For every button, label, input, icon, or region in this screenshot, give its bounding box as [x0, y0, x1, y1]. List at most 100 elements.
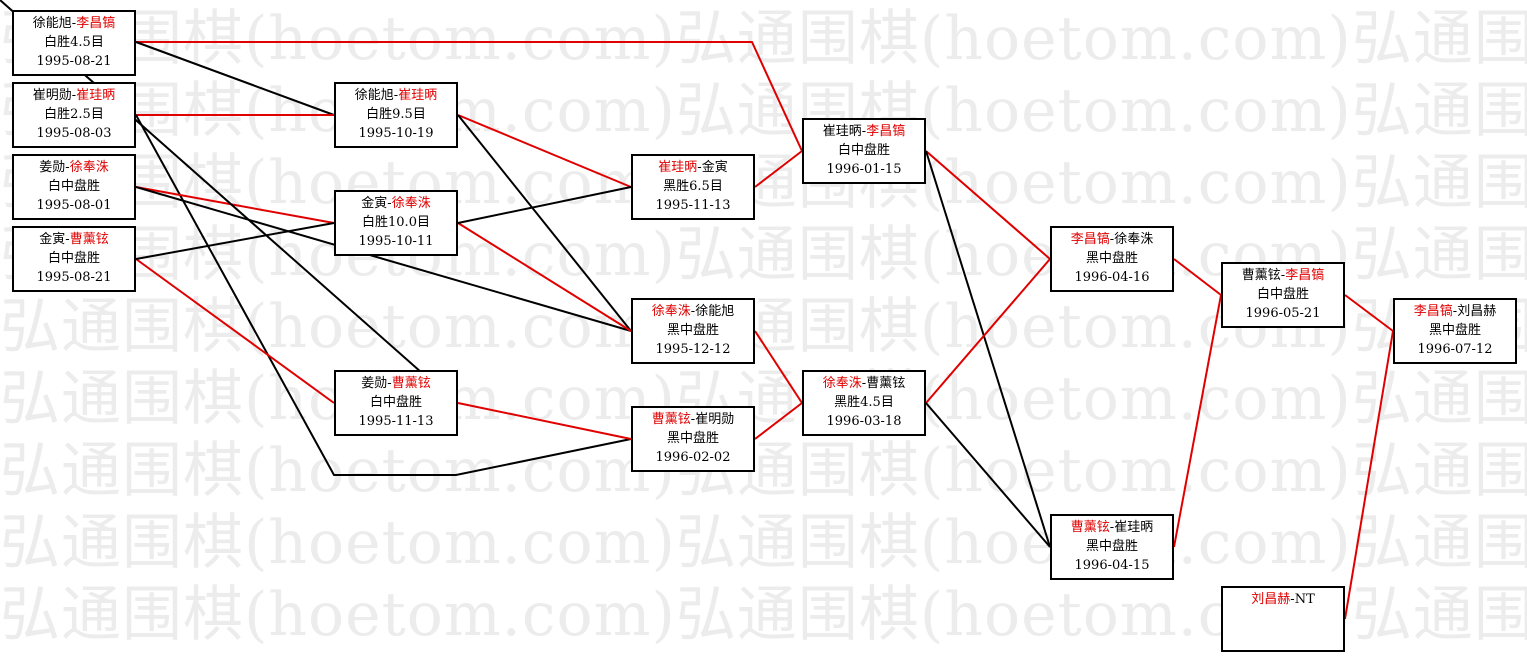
match-result: 白中盘胜 — [47, 179, 100, 194]
loser-path — [925, 402, 1051, 548]
player-name: NT — [1294, 592, 1315, 607]
player-name: 徐奉洙 — [1114, 232, 1154, 247]
winner-path — [1173, 258, 1222, 296]
winner-path — [925, 150, 1051, 260]
match-date: 1996-04-16 — [1074, 270, 1150, 285]
separator: - — [65, 160, 70, 175]
separator: - — [697, 160, 702, 175]
match-date: 1995-11-13 — [655, 198, 731, 213]
separator: - — [71, 88, 77, 103]
separator: - — [1452, 304, 1458, 319]
loser-path — [135, 114, 632, 476]
winner-path — [1344, 330, 1394, 620]
match-date: 1996-04-15 — [1074, 558, 1150, 573]
separator: - — [393, 88, 399, 103]
winner-name: 曹薰铉 — [651, 412, 691, 427]
match-players: 徐奉洙-曹薰铉 — [804, 374, 924, 393]
match-players: 崔珪昞-金寅 — [633, 158, 753, 177]
match-result: 黑胜6.5目 — [663, 179, 723, 194]
winner-path — [457, 222, 632, 332]
game-node[interactable]: 崔珪昞-李昌镐白中盘胜 1996-01-15 — [802, 118, 926, 184]
loser-path — [135, 186, 632, 332]
winner-path — [457, 114, 632, 188]
separator: - — [1109, 520, 1115, 535]
match-result: 黑中盘胜 — [666, 431, 719, 446]
winner-name: 李昌镐 — [1413, 304, 1453, 319]
player-name: 姜勋 — [361, 376, 388, 391]
match-date: 1995-08-21 — [36, 270, 112, 285]
player-name: 徐能旭 — [354, 88, 394, 103]
match-result: 黑胜4.5目 — [834, 395, 894, 410]
separator: - — [65, 232, 70, 247]
game-node[interactable]: 徐奉洙-徐能旭黑中盘胜 1995-12-12 — [631, 298, 755, 364]
winner-path — [457, 402, 632, 440]
winner-name: 徐奉洙 — [69, 160, 109, 175]
match-players: 金寅-徐奉洙 — [336, 194, 456, 213]
player-name: 曹薰铉 — [866, 376, 906, 391]
player-name: 崔明勋 — [32, 88, 72, 103]
loser-path — [457, 186, 632, 224]
game-node[interactable]: 刘昌赫-NT — [1221, 586, 1345, 652]
match-result: 白中盘胜 — [837, 143, 890, 158]
separator: - — [1280, 268, 1286, 283]
winner-path — [135, 258, 335, 404]
separator: - — [1290, 592, 1295, 607]
match-date: 1996-01-15 — [826, 162, 902, 177]
winner-name: 曹薰铉 — [391, 376, 431, 391]
separator: - — [690, 304, 696, 319]
match-result: 白胜4.5目 — [44, 35, 104, 50]
winner-path — [754, 150, 803, 188]
match-result: 黑中盘胜 — [1085, 251, 1138, 266]
separator: - — [387, 196, 392, 211]
game-node[interactable]: 崔珪昞-金寅黑胜6.5目 1995-11-13 — [631, 154, 755, 220]
match-date: 1995-12-12 — [655, 342, 731, 357]
winner-name: 李昌镐 — [866, 124, 906, 139]
winner-name: 李昌镐 — [1285, 268, 1325, 283]
match-date: 1995-10-11 — [358, 234, 434, 249]
match-date: 1995-08-01 — [36, 198, 112, 213]
match-result: 白胜9.5目 — [366, 107, 426, 122]
match-result: 黑中盘胜 — [666, 323, 719, 338]
player-name: 徐能旭 — [695, 304, 735, 319]
winner-name: 崔珪昞 — [658, 160, 698, 175]
player-name: 刘昌赫 — [1457, 304, 1497, 319]
winner-name: 李昌镐 — [76, 16, 116, 31]
winner-path — [136, 41, 803, 152]
match-players: 姜勋-曹薰铉 — [336, 374, 456, 393]
match-players: 曹薰铉-崔珪昞 — [1052, 518, 1172, 537]
match-players: 徐能旭-崔珪昞 — [336, 86, 456, 105]
match-players: 李昌镐-刘昌赫 — [1395, 302, 1515, 321]
match-result: 白中盘胜 — [47, 251, 100, 266]
match-date: 1995-08-03 — [36, 126, 112, 141]
match-date: 1995-08-21 — [36, 54, 112, 69]
player-name: 曹薰铉 — [1241, 268, 1281, 283]
match-result: 白中盘胜 — [1256, 287, 1309, 302]
match-players: 曹薰铉-崔明勋 — [633, 410, 753, 429]
player-name: 金寅 — [39, 232, 66, 247]
match-result: 黑中盘胜 — [1428, 323, 1481, 338]
match-players: 崔明勋-崔珪昞 — [14, 86, 134, 105]
winner-name: 刘昌赫 — [1251, 592, 1291, 607]
winner-name: 崔珪昞 — [398, 88, 438, 103]
separator: - — [387, 376, 392, 391]
separator: - — [690, 412, 696, 427]
winner-name: 徐奉洙 — [822, 376, 862, 391]
winner-name: 徐奉洙 — [651, 304, 691, 319]
match-players: 崔珪昞-李昌镐 — [804, 122, 924, 141]
winner-name: 李昌镐 — [1070, 232, 1110, 247]
winner-path — [135, 186, 335, 224]
